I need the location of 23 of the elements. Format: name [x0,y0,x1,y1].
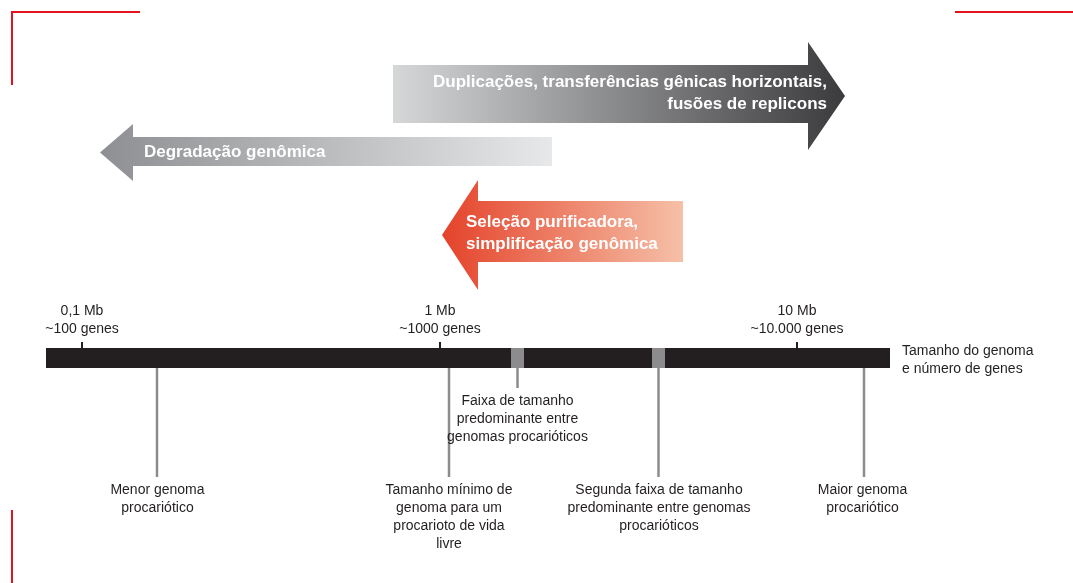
scale-label: ~1000 genes [399,320,481,337]
axis-title: Tamanho do genoma e número de genes [902,341,1035,377]
arrow-label: Duplicações, transferências gênicas horizontais, fusões de replicons [432,71,827,115]
scale-label: 1 Mb [424,302,456,319]
leader-line [862,368,866,477]
scale-label: ~100 genes [45,320,119,337]
range-marker [652,348,665,368]
annotation-text: Menor genoma procariótico [90,480,225,516]
annotation-text: Faixa de tamanho predominante entre genomas procarióticos [445,391,590,445]
leader-line [155,368,159,477]
arrow-label: Degradação genômica [144,141,327,163]
scale-label: 10 Mb [777,302,817,319]
annotation-text: Maior genoma procariótico [795,480,930,516]
scale-label: 0,1 Mb [60,302,104,319]
arrow-label: Seleção purificadora, simplificação genômica [466,211,659,255]
scale-label: ~10.000 genes [750,320,844,337]
annotation-text: Tamanho mínimo de genoma para um procarioto de vida livre [384,480,514,552]
leader-line [657,368,660,477]
leader-line [516,368,519,388]
annotation-text: Segunda faixa de tamanho predominante entre genomas procarióticos [563,480,755,534]
range-marker [511,348,524,368]
leader-line [447,368,451,477]
scale-bar [46,348,890,368]
